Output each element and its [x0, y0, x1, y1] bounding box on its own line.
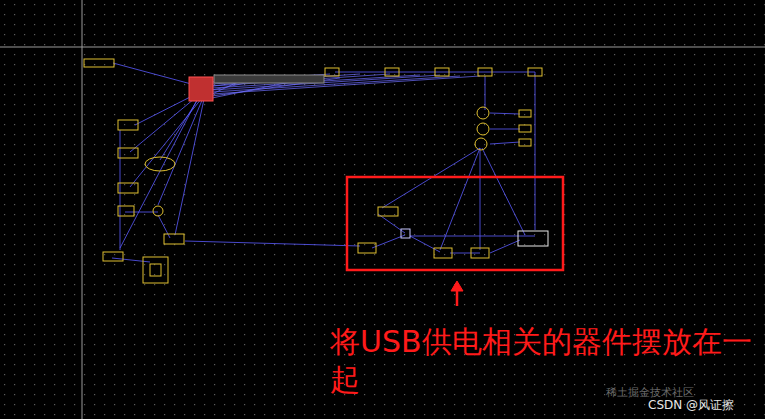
callout-arrow: [451, 281, 463, 306]
footprints: [84, 59, 548, 283]
ratsnest: [112, 63, 535, 262]
bus-ratsnest: [212, 74, 480, 98]
usb-connector: [189, 77, 213, 101]
watermark: CSDN @风证擦: [648, 398, 763, 412]
highlight-box: [347, 177, 563, 270]
watermark: 稀土掘金技术社区: [606, 386, 736, 399]
